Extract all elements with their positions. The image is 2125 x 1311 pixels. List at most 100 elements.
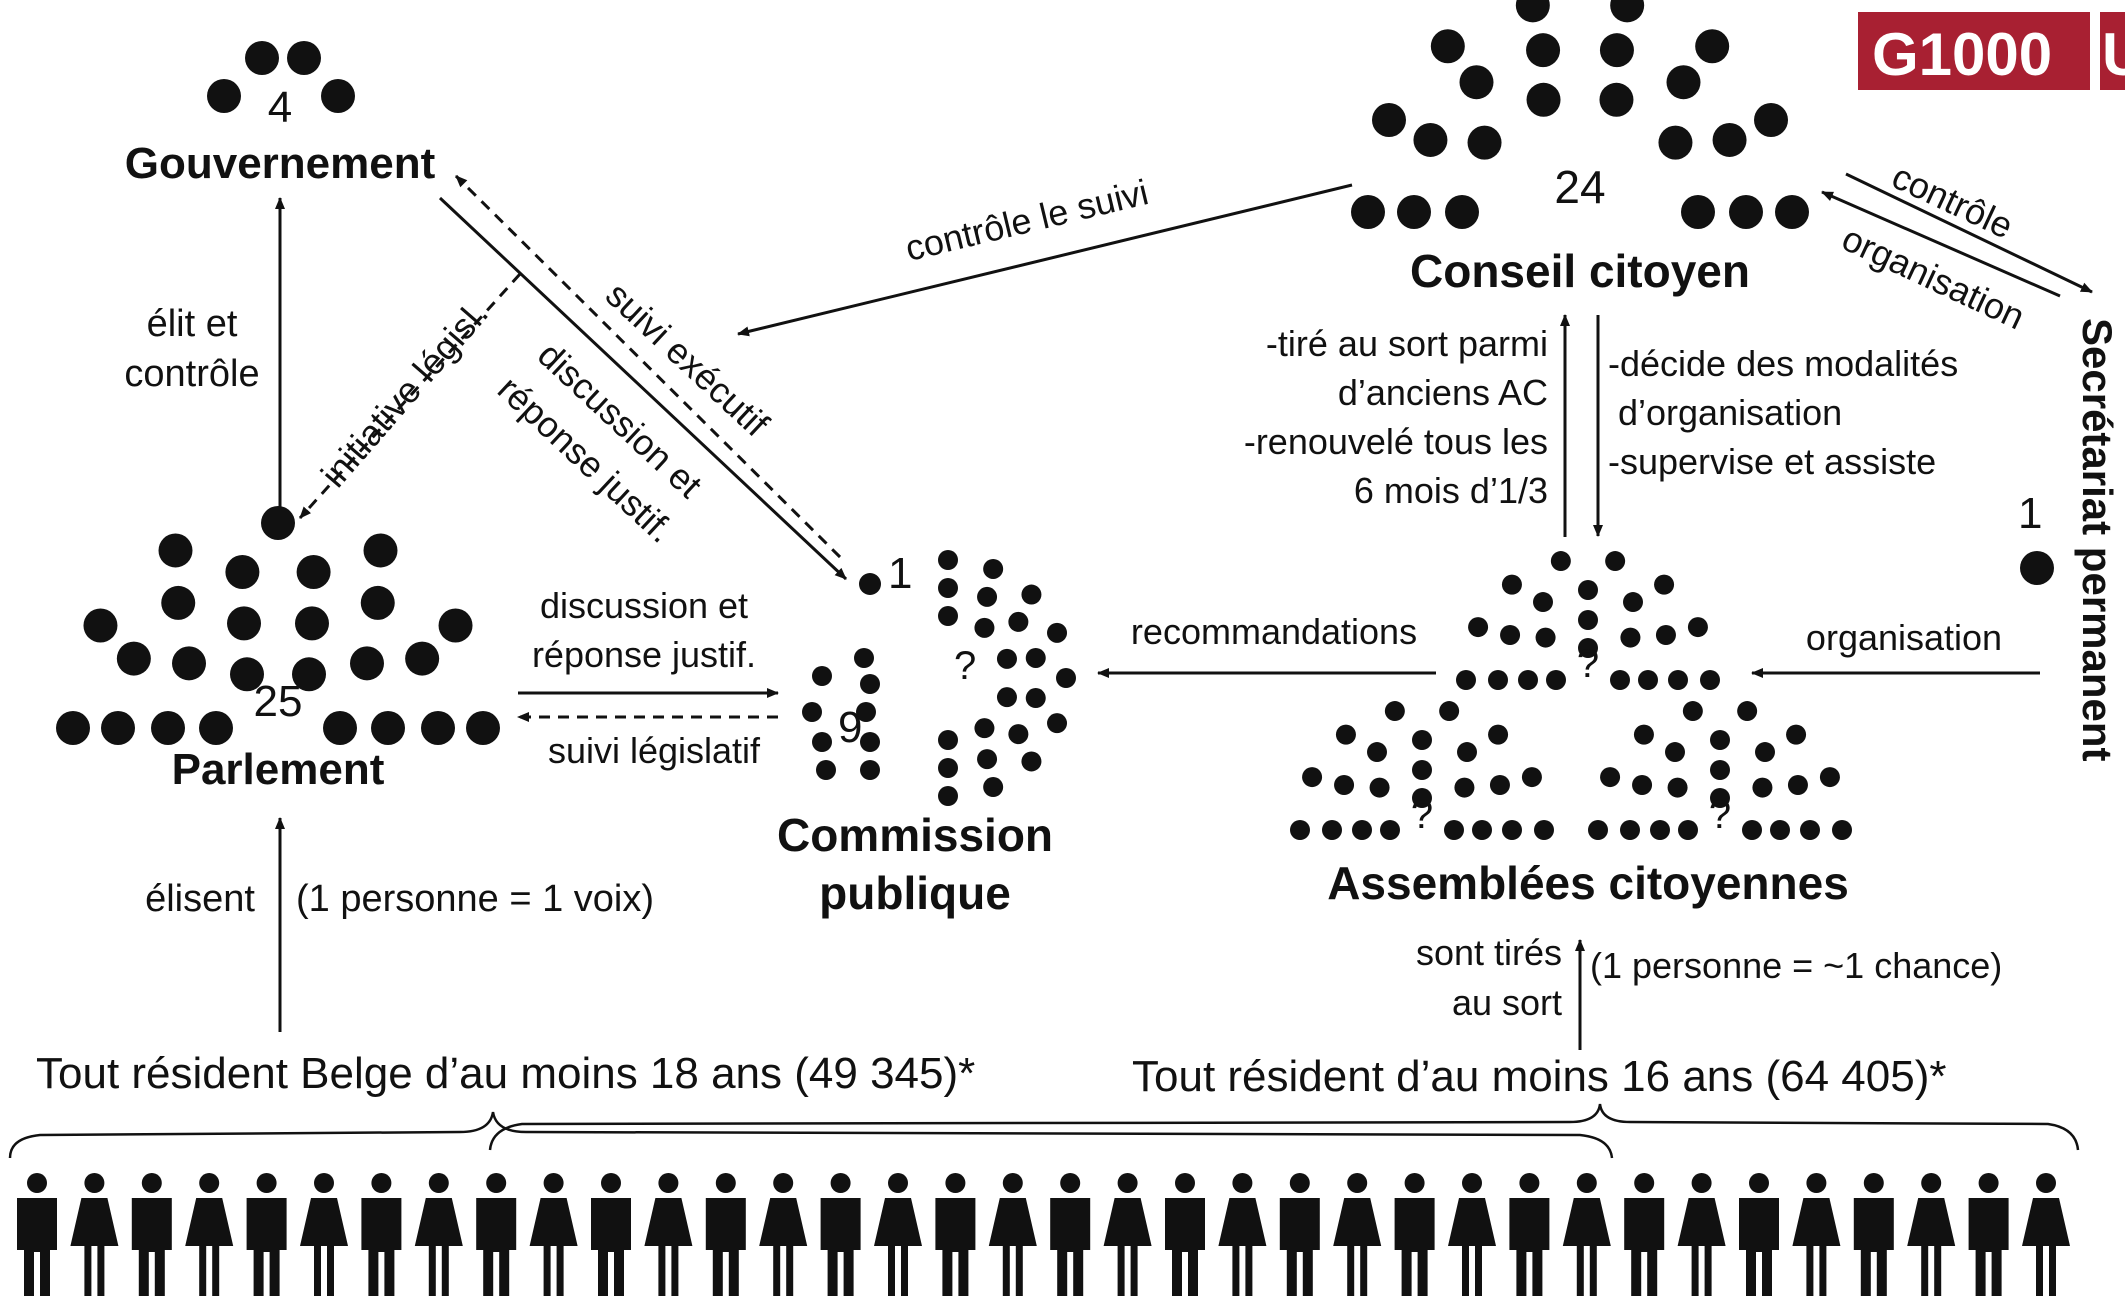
commission-seat <box>856 702 876 722</box>
assemblee-seat <box>1770 820 1790 840</box>
seat-dots <box>56 0 2054 840</box>
person-female-icon <box>300 1173 348 1296</box>
conseil-left-3: -renouvelé tous les <box>1243 421 1548 462</box>
assemblee-seat <box>1600 767 1621 788</box>
conseil-right-2: d’organisation <box>1608 392 1843 433</box>
assemblee-seat <box>1620 820 1640 840</box>
parlement-seat <box>261 506 295 540</box>
conseil-right-3: -supervise et assiste <box>1608 441 1937 482</box>
person-male-icon <box>1394 1173 1435 1296</box>
person-female-icon <box>1218 1173 1267 1296</box>
conseil-seat <box>1681 195 1715 229</box>
assemblee-seat <box>1638 670 1658 690</box>
assemblee-seat <box>1468 617 1489 638</box>
commission-seat <box>1047 622 1068 643</box>
person-female-icon <box>1907 1173 1956 1296</box>
commission-seat <box>1025 688 1046 709</box>
une-voix-label: (1 personne = 1 voix) <box>296 878 655 920</box>
assemblee-seat <box>1737 701 1758 722</box>
tires-au-sort-2: au sort <box>1451 982 1562 1023</box>
commission-seat <box>938 730 958 750</box>
arrow-controle-suivi <box>737 183 1353 337</box>
person-female-icon <box>1448 1173 1496 1296</box>
conseil-seat <box>1754 103 1789 138</box>
assemblee-seat <box>1489 775 1510 795</box>
arrow-discussion-to-commission <box>438 196 848 581</box>
assemblee-seat <box>1534 820 1554 840</box>
person-male-icon <box>935 1173 976 1296</box>
conseil-seat <box>1729 195 1763 229</box>
conseil-left-4: 6 mois d’1/3 <box>1353 470 1548 511</box>
assemblee-seat <box>1655 625 1676 645</box>
commission-seat <box>977 586 998 607</box>
person-female-icon <box>2022 1173 2070 1296</box>
commission-seat <box>1021 584 1042 605</box>
person-female-icon <box>70 1173 119 1296</box>
conseil-seat <box>1351 195 1385 229</box>
parlement-seat <box>199 711 233 745</box>
person-female-icon <box>1333 1173 1382 1296</box>
assemblee-seat <box>1546 670 1566 690</box>
parlement-seat <box>161 585 196 620</box>
person-male-icon <box>246 1173 287 1296</box>
assemblee-seat <box>1710 760 1730 780</box>
commission-seat <box>938 786 958 806</box>
assemblee-seat <box>1535 627 1556 648</box>
assemblee-seat <box>1334 775 1355 795</box>
assemblee-seat <box>1832 820 1852 840</box>
assemblee-seat <box>1454 777 1475 798</box>
person-female-icon <box>988 1173 1037 1296</box>
parlement-seat <box>349 646 384 681</box>
gouvernement-seat <box>287 41 321 75</box>
parlement-seat <box>371 711 405 745</box>
commission-seat <box>860 732 880 752</box>
conseil-seat <box>1695 29 1730 64</box>
commission-label-2: publique <box>819 867 1011 919</box>
parlement-seat <box>158 533 193 568</box>
parlement-seat <box>363 533 398 568</box>
parlement-seat <box>438 608 473 643</box>
assemblee-seat <box>1752 777 1773 798</box>
arrow-suivi-executif <box>454 174 842 559</box>
parlement-seat <box>116 641 151 676</box>
conseil-seat <box>1430 29 1465 64</box>
conseil-seat <box>1526 33 1561 68</box>
commission-seat <box>996 648 1017 669</box>
assemblee-seat <box>1787 775 1808 795</box>
conseil-seat <box>1467 125 1502 160</box>
conseil-seat <box>1397 195 1431 229</box>
person-male-icon <box>1509 1173 1550 1296</box>
parlement-seat <box>292 657 326 692</box>
assemblee-seat <box>1819 767 1840 788</box>
conseil-seat <box>1526 82 1561 117</box>
person-female-icon <box>1103 1173 1152 1296</box>
population-seize-label: Tout résident d’au moins 16 ans (64 405)… <box>1132 1052 1947 1101</box>
conseil-label: Conseil citoyen <box>1410 245 1750 297</box>
person-female-icon <box>529 1173 578 1296</box>
conseil-seat <box>1599 82 1634 117</box>
conseil-left-2: d’anciens AC <box>1337 372 1548 413</box>
person-male-icon <box>1165 1173 1205 1296</box>
assemblee-seat <box>1578 638 1598 658</box>
assemblee-seat <box>1633 724 1654 745</box>
person-female-icon <box>644 1173 693 1296</box>
assemblee-seat <box>1623 592 1643 613</box>
commission-seat <box>983 777 1004 798</box>
population-belge-label: Tout résident Belge d’au moins 18 ans (4… <box>36 1049 976 1098</box>
person-male-icon <box>361 1173 402 1296</box>
conseil-left-1: -tiré au sort parmi <box>1265 323 1548 364</box>
assemblee-seat <box>1457 742 1477 763</box>
assemblee-seat <box>1302 767 1323 788</box>
conseil-seat <box>1666 65 1701 100</box>
population-figures <box>17 1173 2070 1296</box>
elit-et-label: élit et <box>146 303 238 345</box>
assemblee-seat <box>1367 742 1387 763</box>
assemblee-seat <box>1501 574 1522 595</box>
assemblee-seat <box>1518 670 1538 690</box>
commission-top-count: 1 <box>888 549 913 598</box>
assemblee-seat <box>1439 701 1460 722</box>
person-male-icon <box>131 1173 172 1296</box>
assemblee-seat <box>1488 724 1509 745</box>
parlement-seat <box>360 585 395 620</box>
person-female-icon <box>185 1173 234 1296</box>
